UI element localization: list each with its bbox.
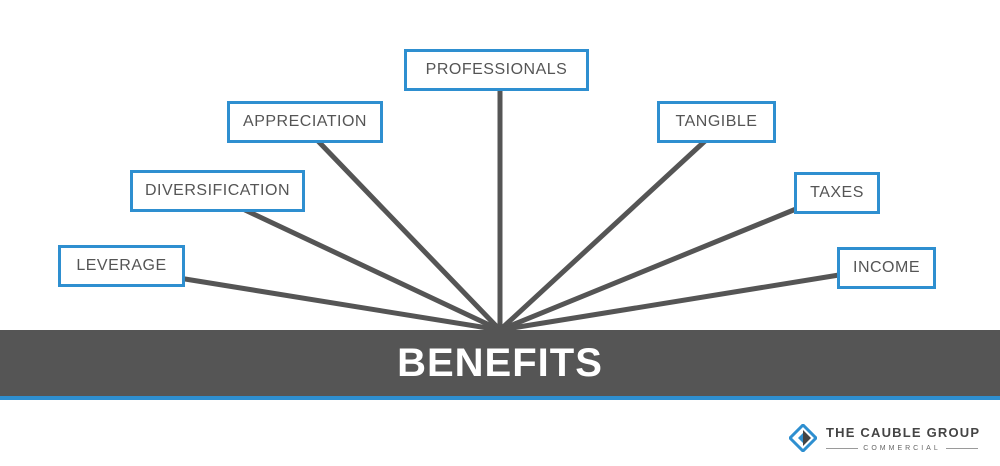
ray-appreciation: [315, 138, 503, 333]
benefits-banner: BENEFITS: [0, 330, 1000, 400]
ray-income: [497, 272, 842, 333]
company-logo: THE CAUBLE GROUP COMMERCIAL: [789, 423, 989, 455]
node-leverage: LEVERAGE: [58, 245, 185, 287]
logo-subtitle-row: COMMERCIAL: [826, 442, 978, 454]
diamond-logo-icon: [789, 424, 817, 452]
ray-tangible: [497, 138, 708, 333]
logo-subtitle: COMMERCIAL: [863, 444, 941, 452]
ray-leverage: [182, 276, 503, 333]
node-professionals: PROFESSIONALS: [404, 49, 589, 91]
node-taxes: TAXES: [794, 172, 880, 214]
node-income: INCOME: [837, 247, 936, 289]
ray-taxes: [497, 206, 799, 333]
banner-title: BENEFITS: [397, 340, 603, 385]
logo-name: THE CAUBLE GROUP: [826, 425, 981, 440]
node-diversification: DIVERSIFICATION: [130, 170, 305, 212]
ray-diversification: [242, 207, 503, 333]
node-appreciation: APPRECIATION: [227, 101, 383, 143]
node-tangible: TANGIBLE: [657, 101, 776, 143]
